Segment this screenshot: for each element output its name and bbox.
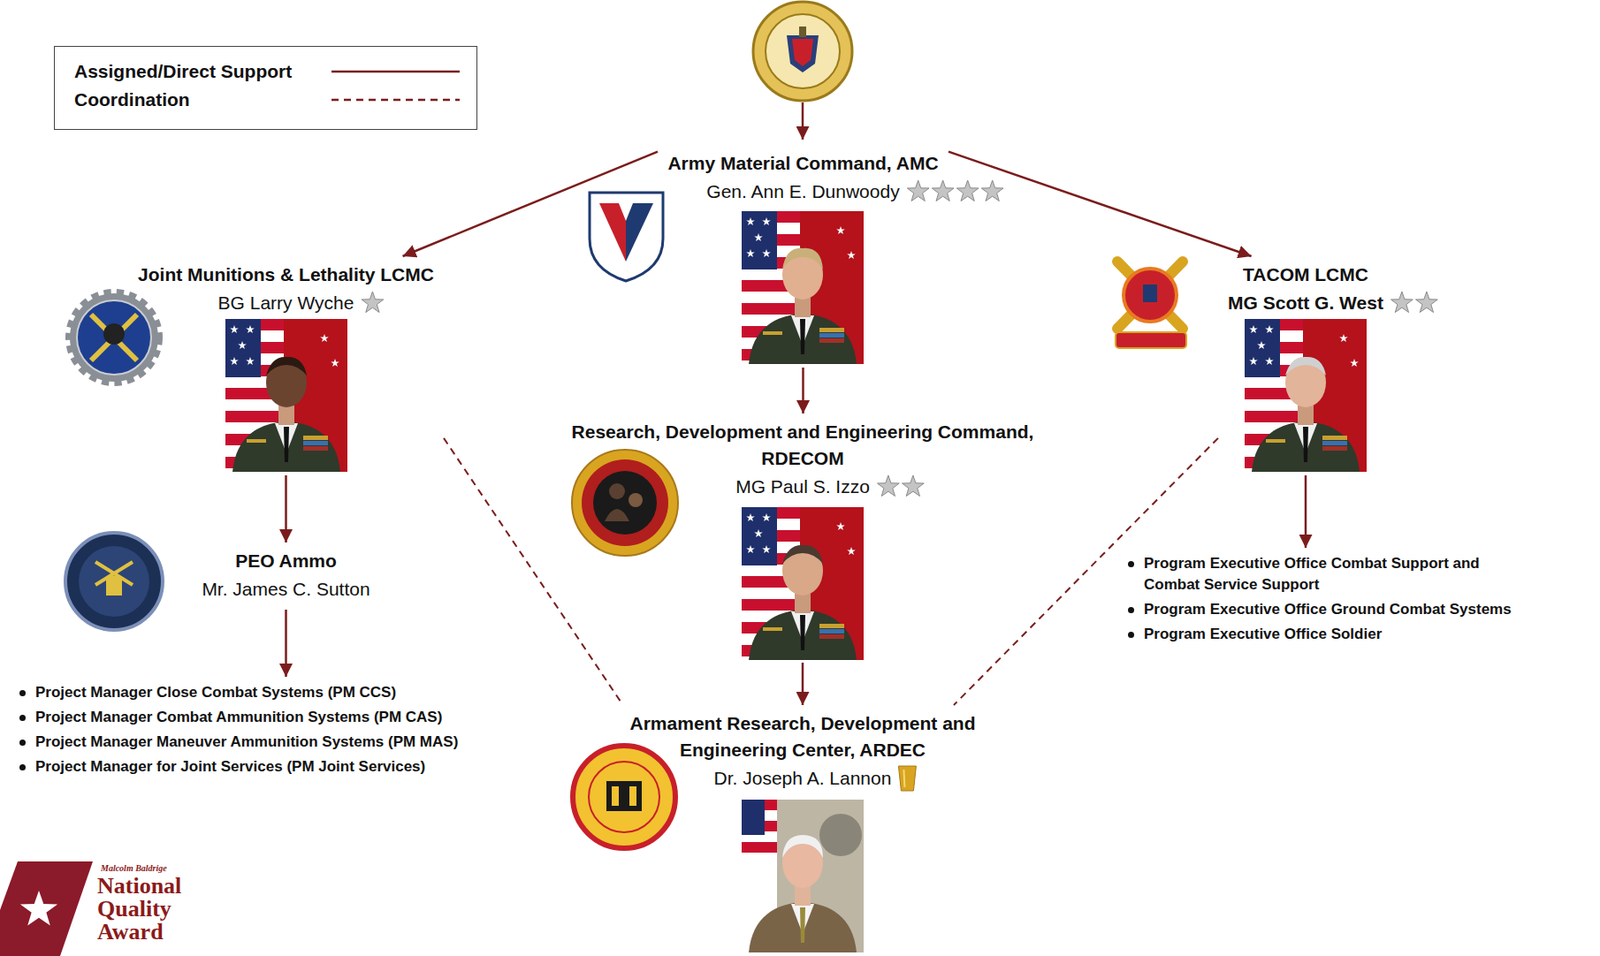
list-item: Program Executive Office Soldier xyxy=(1124,624,1382,646)
award-logo-text: Award xyxy=(97,921,164,945)
rank-stars xyxy=(361,291,384,313)
seal-arrow xyxy=(801,102,805,140)
command-arrow xyxy=(403,152,658,257)
program-list: Project Manager Close Combat Systems (PM… xyxy=(7,677,470,787)
unit-title: Armament Research, Development and Engin… xyxy=(608,710,998,764)
leader-name: Mr. James C. Sutton xyxy=(201,578,370,602)
org-unit: Research, Development and Engineering Co… xyxy=(536,413,1069,663)
leader-name: MG Scott G. West xyxy=(1227,291,1384,315)
ardec-logo xyxy=(572,746,676,849)
legend-row: Assigned/Direct Support xyxy=(74,58,464,85)
rank-stars xyxy=(1391,291,1439,313)
ses-insignia xyxy=(898,766,916,792)
baldrige-logo xyxy=(0,861,93,956)
list-item: Project Manager for Joint Services (PM J… xyxy=(15,756,426,778)
list-item: Project Manager Combat Ammunition System… xyxy=(15,707,442,729)
leader-name: MG Paul S. Izzo xyxy=(735,475,870,499)
list-item: Project Manager Maneuver Ammunition Syst… xyxy=(15,731,458,754)
rdecom-logo xyxy=(571,449,679,557)
leader-name: Dr. Joseph A. Lannon xyxy=(714,767,892,791)
portrait-photo xyxy=(1244,319,1367,473)
legend-text: Assigned/Direct Support xyxy=(74,58,464,85)
legend-row: Coordination xyxy=(74,86,464,114)
legend-line-sample xyxy=(331,70,460,74)
legend-box: Assigned/Direct SupportCoordination xyxy=(53,45,478,130)
tacom-logo xyxy=(1115,261,1187,349)
list-item: Program Executive Office Ground Combat S… xyxy=(1124,599,1512,621)
rank-stars xyxy=(876,475,924,497)
unit-title: Joint Munitions & Lethality LCMC xyxy=(137,261,435,289)
award-logo-text: National xyxy=(97,875,182,899)
peo-ammo-logo xyxy=(65,533,163,631)
org-unit: TACOM LCMCMG Scott G. West xyxy=(1218,256,1394,476)
command-arrow xyxy=(1304,475,1308,549)
award-logo-text: Quality xyxy=(97,898,172,922)
org-unit: PEO AmmoMr. James C. Sutton xyxy=(191,542,381,610)
rank-stars xyxy=(906,180,1004,202)
portrait-photo xyxy=(741,211,864,365)
unit-title: Research, Development and Engineering Co… xyxy=(546,419,1060,473)
org-unit: Joint Munitions & Lethality LCMCBG Larry… xyxy=(128,256,444,476)
portrait-photo xyxy=(741,800,864,953)
award-logo-text: Malcolm Baldrige xyxy=(100,862,168,876)
amc-shield-logo xyxy=(589,192,663,282)
command-arrow xyxy=(948,152,1252,257)
program-list: Program Executive Office Combat Support … xyxy=(1115,548,1537,655)
coordination-line xyxy=(443,438,624,706)
list-item: Program Executive Office Combat Support … xyxy=(1124,553,1526,596)
org-unit: Army Material Command, AMC Gen. Ann E. Du… xyxy=(657,144,949,368)
jmcl-gear-logo xyxy=(69,293,159,382)
unit-title: TACOM LCMC xyxy=(1242,261,1369,289)
command-arrow xyxy=(801,367,805,414)
legend-text: Coordination xyxy=(74,86,464,114)
legend-line-sample xyxy=(331,99,460,102)
leader-name: BG Larry Wyche xyxy=(218,291,355,315)
army-seal xyxy=(753,1,853,101)
leader-name: Gen. Ann E. Dunwoody xyxy=(706,180,900,204)
legend-sample xyxy=(331,58,461,85)
unit-title: Army Material Command, AMC xyxy=(667,150,938,177)
unit-title: PEO Ammo xyxy=(235,548,337,575)
command-arrow xyxy=(284,609,288,678)
portrait-photo xyxy=(741,507,864,661)
command-arrow xyxy=(801,662,805,706)
org-unit: Armament Research, Development and Engin… xyxy=(598,705,1007,953)
legend-sample xyxy=(331,86,461,114)
portrait-photo xyxy=(225,319,348,473)
list-item: Project Manager Close Combat Systems (PM… xyxy=(15,682,397,704)
command-arrow xyxy=(284,475,288,543)
